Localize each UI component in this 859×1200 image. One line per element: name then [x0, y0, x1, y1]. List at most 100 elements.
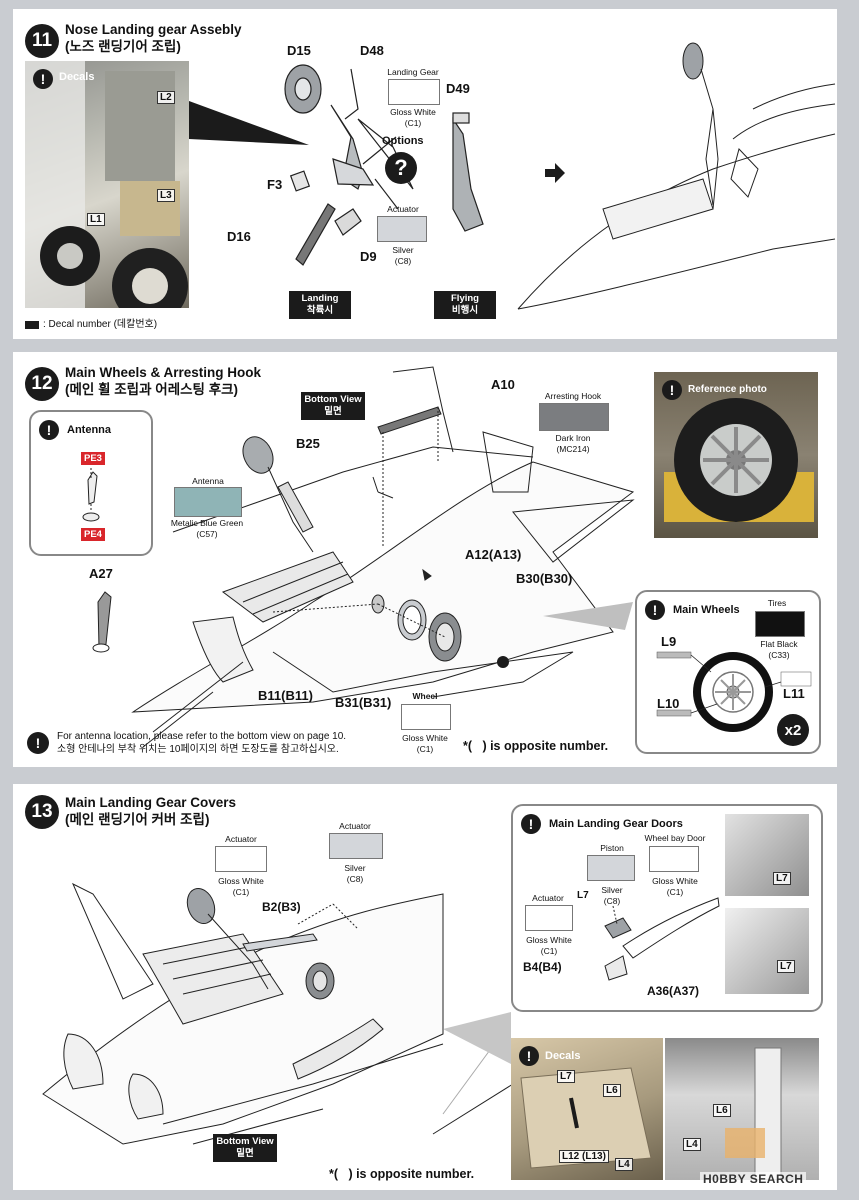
warning-icon: ! [27, 732, 49, 754]
part-label: A36(A37) [647, 984, 700, 998]
decal-photo-right: L6 L4 [665, 1038, 819, 1180]
decal-tag: L6 [713, 1104, 731, 1117]
silver-swatch [587, 855, 635, 881]
decal-photo-left: ! Decals L7 L6 L12 (L13) L4 [511, 1038, 663, 1180]
step-12-panel: 12 Main Wheels & Arresting Hook (메인 휠 조립… [13, 352, 837, 767]
step-title: Main Landing Gear Covers (메인 랜딩기어 커버 조립) [65, 794, 236, 828]
color-name: Wheel [412, 691, 438, 701]
warning-icon: ! [662, 380, 682, 400]
color-name: Piston [600, 843, 624, 853]
silver-swatch [377, 216, 427, 242]
metalic-blue-green-swatch [174, 487, 242, 517]
watermark: H0BBY SEARCH [700, 1172, 807, 1186]
flying-en: Flying [451, 293, 479, 304]
quantity-x2-badge: x2 [777, 714, 809, 746]
part-label: B30(B30) [516, 571, 573, 586]
color-name: Actuator [225, 834, 257, 844]
step-number: 13 [25, 795, 59, 829]
color-code: (C8) [394, 256, 412, 266]
gloss-white-swatch [401, 704, 451, 730]
color-code: (C1) [540, 946, 558, 956]
step-11-panel: 11 Nose Landing gear Assebly (노즈 랜딩기어 조립… [13, 9, 837, 339]
pe3-tag: PE3 [81, 452, 105, 465]
doors-title: Main Landing Gear Doors [549, 818, 683, 830]
decal-tag: L7 [777, 960, 795, 973]
color-name: Actuator [387, 204, 419, 214]
color-name: Arresting Hook [544, 391, 602, 401]
color-name: Metalic Blue Green [170, 518, 244, 528]
door-photo-bottom: L7 [725, 908, 809, 994]
color-code: (C1) [416, 744, 434, 754]
flying-ko: 비행시 [451, 305, 479, 316]
color-name: Gloss White [402, 733, 448, 743]
step-number: 11 [25, 24, 59, 58]
door-photo-top: L7 [725, 814, 809, 896]
step-title-en: Main Wheels & Arresting Hook [65, 365, 262, 380]
part-label: B25 [296, 436, 320, 451]
main-gear-covers-drawing [42, 882, 514, 1145]
color-code: (C33) [768, 650, 790, 660]
decals-label: Decals [59, 71, 95, 83]
part-label: D16 [227, 229, 251, 244]
door-part-drawing [604, 897, 720, 981]
main-wheel-decal-drawing [656, 651, 812, 732]
opposite-note: *( ) is opposite number. [329, 1167, 475, 1181]
step-title-ko: (메인 랜딩기어 커버 조립) [65, 812, 210, 827]
color-code: (MC214) [556, 444, 590, 454]
callout-wedge [189, 101, 309, 145]
antenna-note-ko: 소형 안테나의 부착 위치는 10페이지의 하면 도장도를 참고하십시오. [57, 744, 339, 755]
decal-tag: L4 [683, 1138, 701, 1151]
antenna-part-drawing [82, 468, 100, 522]
nose-gear-photo-shapes [25, 61, 188, 308]
part-label: B11(B11) [258, 688, 313, 703]
color-name: Actuator [339, 821, 371, 831]
gloss-white-swatch [215, 846, 267, 872]
part-label: B2(B3) [262, 900, 301, 914]
step-title-ko: (노즈 랜딩기어 조립) [65, 39, 181, 54]
decal-photo-right-shapes [725, 1047, 782, 1180]
decal-tag: L3 [157, 189, 175, 202]
warning-icon: ! [645, 600, 665, 620]
bottom-view-en: Bottom View [216, 1136, 274, 1147]
part-label: D15 [287, 43, 311, 58]
warning-icon: ! [39, 420, 59, 440]
color-code: (C57) [196, 529, 218, 539]
part-label: D9 [360, 249, 377, 264]
decal-tag: L12 (L13) [559, 1150, 609, 1163]
decal-number: L10 [657, 696, 680, 711]
part-label: A10 [491, 377, 515, 392]
opposite-note: *( ) is opposite number. [463, 739, 609, 753]
bottom-view-tag: Bottom View 밑면 [213, 1134, 277, 1162]
callout-wedge [443, 1012, 511, 1064]
flying-tag: Flying 비행시 [434, 291, 496, 319]
warning-icon: ! [519, 1046, 539, 1066]
part-label: D49 [446, 81, 470, 96]
part-label: D48 [360, 43, 384, 58]
color-name: Flat Black [760, 639, 798, 649]
color-name: Wheel bay Door [644, 833, 706, 843]
step-number: 12 [25, 367, 59, 401]
decal-tag: L4 [615, 1158, 633, 1171]
decal-tag: L1 [87, 213, 105, 226]
decal-tag: L7 [557, 1070, 575, 1083]
part-label: B4(B4) [523, 960, 562, 974]
main-wheels-drawing [92, 366, 635, 748]
flat-black-swatch [755, 611, 805, 637]
options-label: Options [382, 135, 424, 147]
bottom-view-tag: Bottom View 밑면 [301, 392, 365, 420]
color-name: Gloss White [218, 876, 264, 886]
part-label: F3 [267, 177, 283, 192]
step-title-en: Nose Landing gear Assebly [65, 22, 242, 37]
main-wheels-title: Main Wheels [673, 604, 740, 616]
landing-en: Landing [301, 293, 339, 304]
bottom-view-en: Bottom View [304, 394, 362, 405]
landing-tag: Landing 착륙시 [289, 291, 351, 319]
antenna-note: For antenna location, please refer to th… [57, 730, 346, 756]
color-name: Gloss White [526, 935, 572, 945]
color-name: Landing Gear [387, 67, 439, 77]
color-name: Dark Iron [555, 433, 591, 443]
step-13-panel: 13 Main Landing Gear Covers (메인 랜딩기어 커버 … [13, 784, 837, 1190]
bottom-view-ko: 밑면 [324, 406, 342, 417]
pe4-tag: PE4 [81, 528, 105, 541]
antenna-note-en: For antenna location, please refer to th… [57, 731, 347, 742]
